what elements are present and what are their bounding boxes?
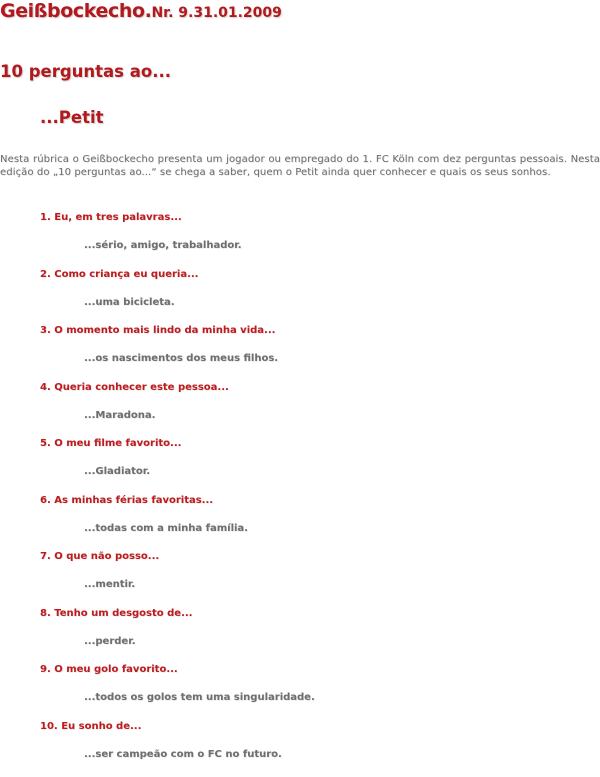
question: 8. Tenho um desgosto de... (40, 608, 192, 619)
question: 2. Como criança eu queria... (40, 269, 198, 280)
answer: ...sério, amigo, trabalhador. (84, 240, 242, 251)
qa-item: 1. Eu, em tres palavras... ...sério, ami… (0, 212, 600, 269)
answer: ...Maradona. (84, 410, 155, 421)
qa-item: 7. O que não posso... ...mentir. (0, 551, 600, 608)
answer: ...uma bicicleta. (84, 297, 175, 308)
question: 10. Eu sonho de... (40, 721, 141, 732)
qa-item: 2. Como criança eu queria... ...uma bici… (0, 269, 600, 326)
qa-item: 6. As minhas férias favoritas... ...toda… (0, 495, 600, 552)
answer: ...mentir. (84, 579, 135, 590)
answer: ...todas com a minha família. (84, 523, 248, 534)
issue-number: Nr. 9.31.01.2009 (151, 5, 281, 21)
qa-item: 10. Eu sonho de... ...ser campeão com o … (0, 721, 600, 777)
intro-paragraph: Nesta rúbrica o Geißbockecho presenta um… (0, 154, 600, 179)
person-name: ...Petit (40, 108, 104, 127)
answer: ...perder. (84, 636, 136, 647)
section-title: 10 perguntas ao... (0, 62, 171, 81)
answer: ...Gladiator. (84, 466, 150, 477)
qa-item: 8. Tenho um desgosto de... ...perder. (0, 608, 600, 665)
qa-item: 5. O meu filme favorito... ...Gladiator. (0, 438, 600, 495)
answer: ...ser campeão com o FC no futuro. (84, 749, 282, 760)
question: 6. As minhas férias favoritas... (40, 495, 213, 506)
question: 9. O meu golo favorito... (40, 664, 178, 675)
qa-item: 9. O meu golo favorito... ...todos os go… (0, 664, 600, 721)
question: 1. Eu, em tres palavras... (40, 212, 182, 223)
question: 3. O momento mais lindo da minha vida... (40, 325, 275, 336)
qa-item: 3. O momento mais lindo da minha vida...… (0, 325, 600, 382)
question: 7. O que não posso... (40, 551, 159, 562)
answer: ...os nascimentos dos meus filhos. (84, 353, 278, 364)
question: 5. O meu filme favorito... (40, 438, 181, 449)
question: 4. Queria conhecer este pessoa... (40, 382, 229, 393)
qa-item: 4. Queria conhecer este pessoa... ...Mar… (0, 382, 600, 439)
answer: ...todos os golos tem uma singularidade. (84, 692, 315, 703)
qa-list: 1. Eu, em tres palavras... ...sério, ami… (0, 212, 600, 777)
publication-name: Geißbockecho. (0, 0, 151, 22)
masthead: Geißbockecho.Nr. 9.31.01.2009 (0, 0, 282, 22)
